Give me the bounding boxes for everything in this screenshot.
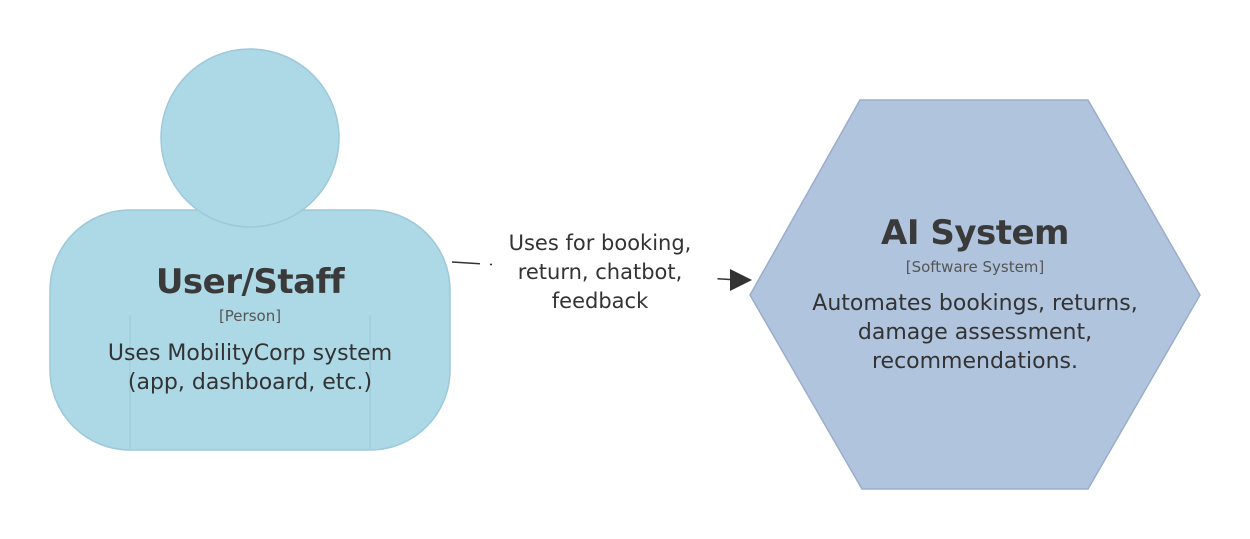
arrowhead-icon bbox=[730, 269, 752, 291]
system-description-line: recommendations. bbox=[871, 349, 1079, 374]
person-title: User/Staff bbox=[155, 262, 345, 302]
person-body bbox=[49, 209, 451, 451]
person-type: [Person] bbox=[218, 307, 282, 325]
edge-label-line: return, chatbot, bbox=[492, 258, 708, 287]
system-title: AI System bbox=[881, 213, 1069, 253]
person-description-line: Uses MobilityCorp system bbox=[107, 341, 393, 366]
system-type: [Software System] bbox=[905, 258, 1045, 276]
system-description-line: Automates bookings, returns, bbox=[812, 291, 1138, 316]
person-description: Uses MobilityCorp system (app, dashboard… bbox=[60, 339, 440, 397]
edge-label-line: Uses for booking, bbox=[492, 229, 708, 258]
system-description-line: damage assessment, bbox=[857, 320, 1093, 345]
person-description-line: (app, dashboard, etc.) bbox=[127, 370, 373, 395]
system-hexagon[interactable] bbox=[749, 99, 1201, 490]
person-shape[interactable] bbox=[49, 48, 451, 451]
person-head bbox=[160, 48, 340, 228]
edge-label-line: feedback bbox=[492, 287, 708, 316]
edge-label: Uses for booking, return, chatbot, feedb… bbox=[492, 229, 708, 316]
system-description: Automates bookings, returns, damage asse… bbox=[790, 289, 1160, 376]
